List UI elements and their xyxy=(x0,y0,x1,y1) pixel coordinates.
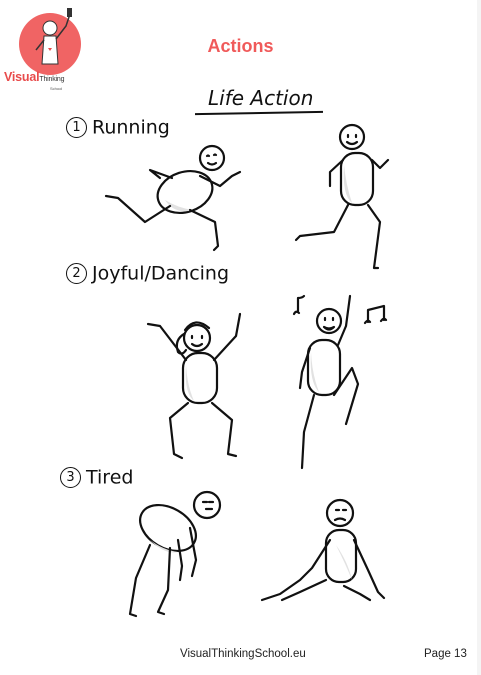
tired-figure-bent xyxy=(128,490,222,618)
dancing-figure-right xyxy=(292,294,388,470)
logo-wordmark: VisualThinking xyxy=(4,70,65,84)
page-edge-shadow xyxy=(477,0,481,675)
running-figure-left xyxy=(104,144,242,252)
section-number: 2 xyxy=(66,263,87,284)
footer-website: VisualThinkingSchool.eu xyxy=(180,648,306,660)
running-figure-right xyxy=(294,123,390,270)
dancing-figure-left xyxy=(146,312,242,460)
section-label: Running xyxy=(92,116,170,139)
visual-thinking-school-logo xyxy=(19,8,81,75)
page-title: Actions xyxy=(207,36,274,56)
section-label: Joyful/Dancing xyxy=(92,262,230,285)
section-label: Tired xyxy=(86,466,134,489)
tired-figure-sitting xyxy=(260,498,386,602)
section-number: 1 xyxy=(66,117,87,138)
logo-school-text: School xyxy=(50,86,63,91)
life-action-heading: Life Action xyxy=(208,86,314,110)
footer-page-number: Page 13 xyxy=(424,648,467,660)
section-number: 3 xyxy=(60,467,81,488)
